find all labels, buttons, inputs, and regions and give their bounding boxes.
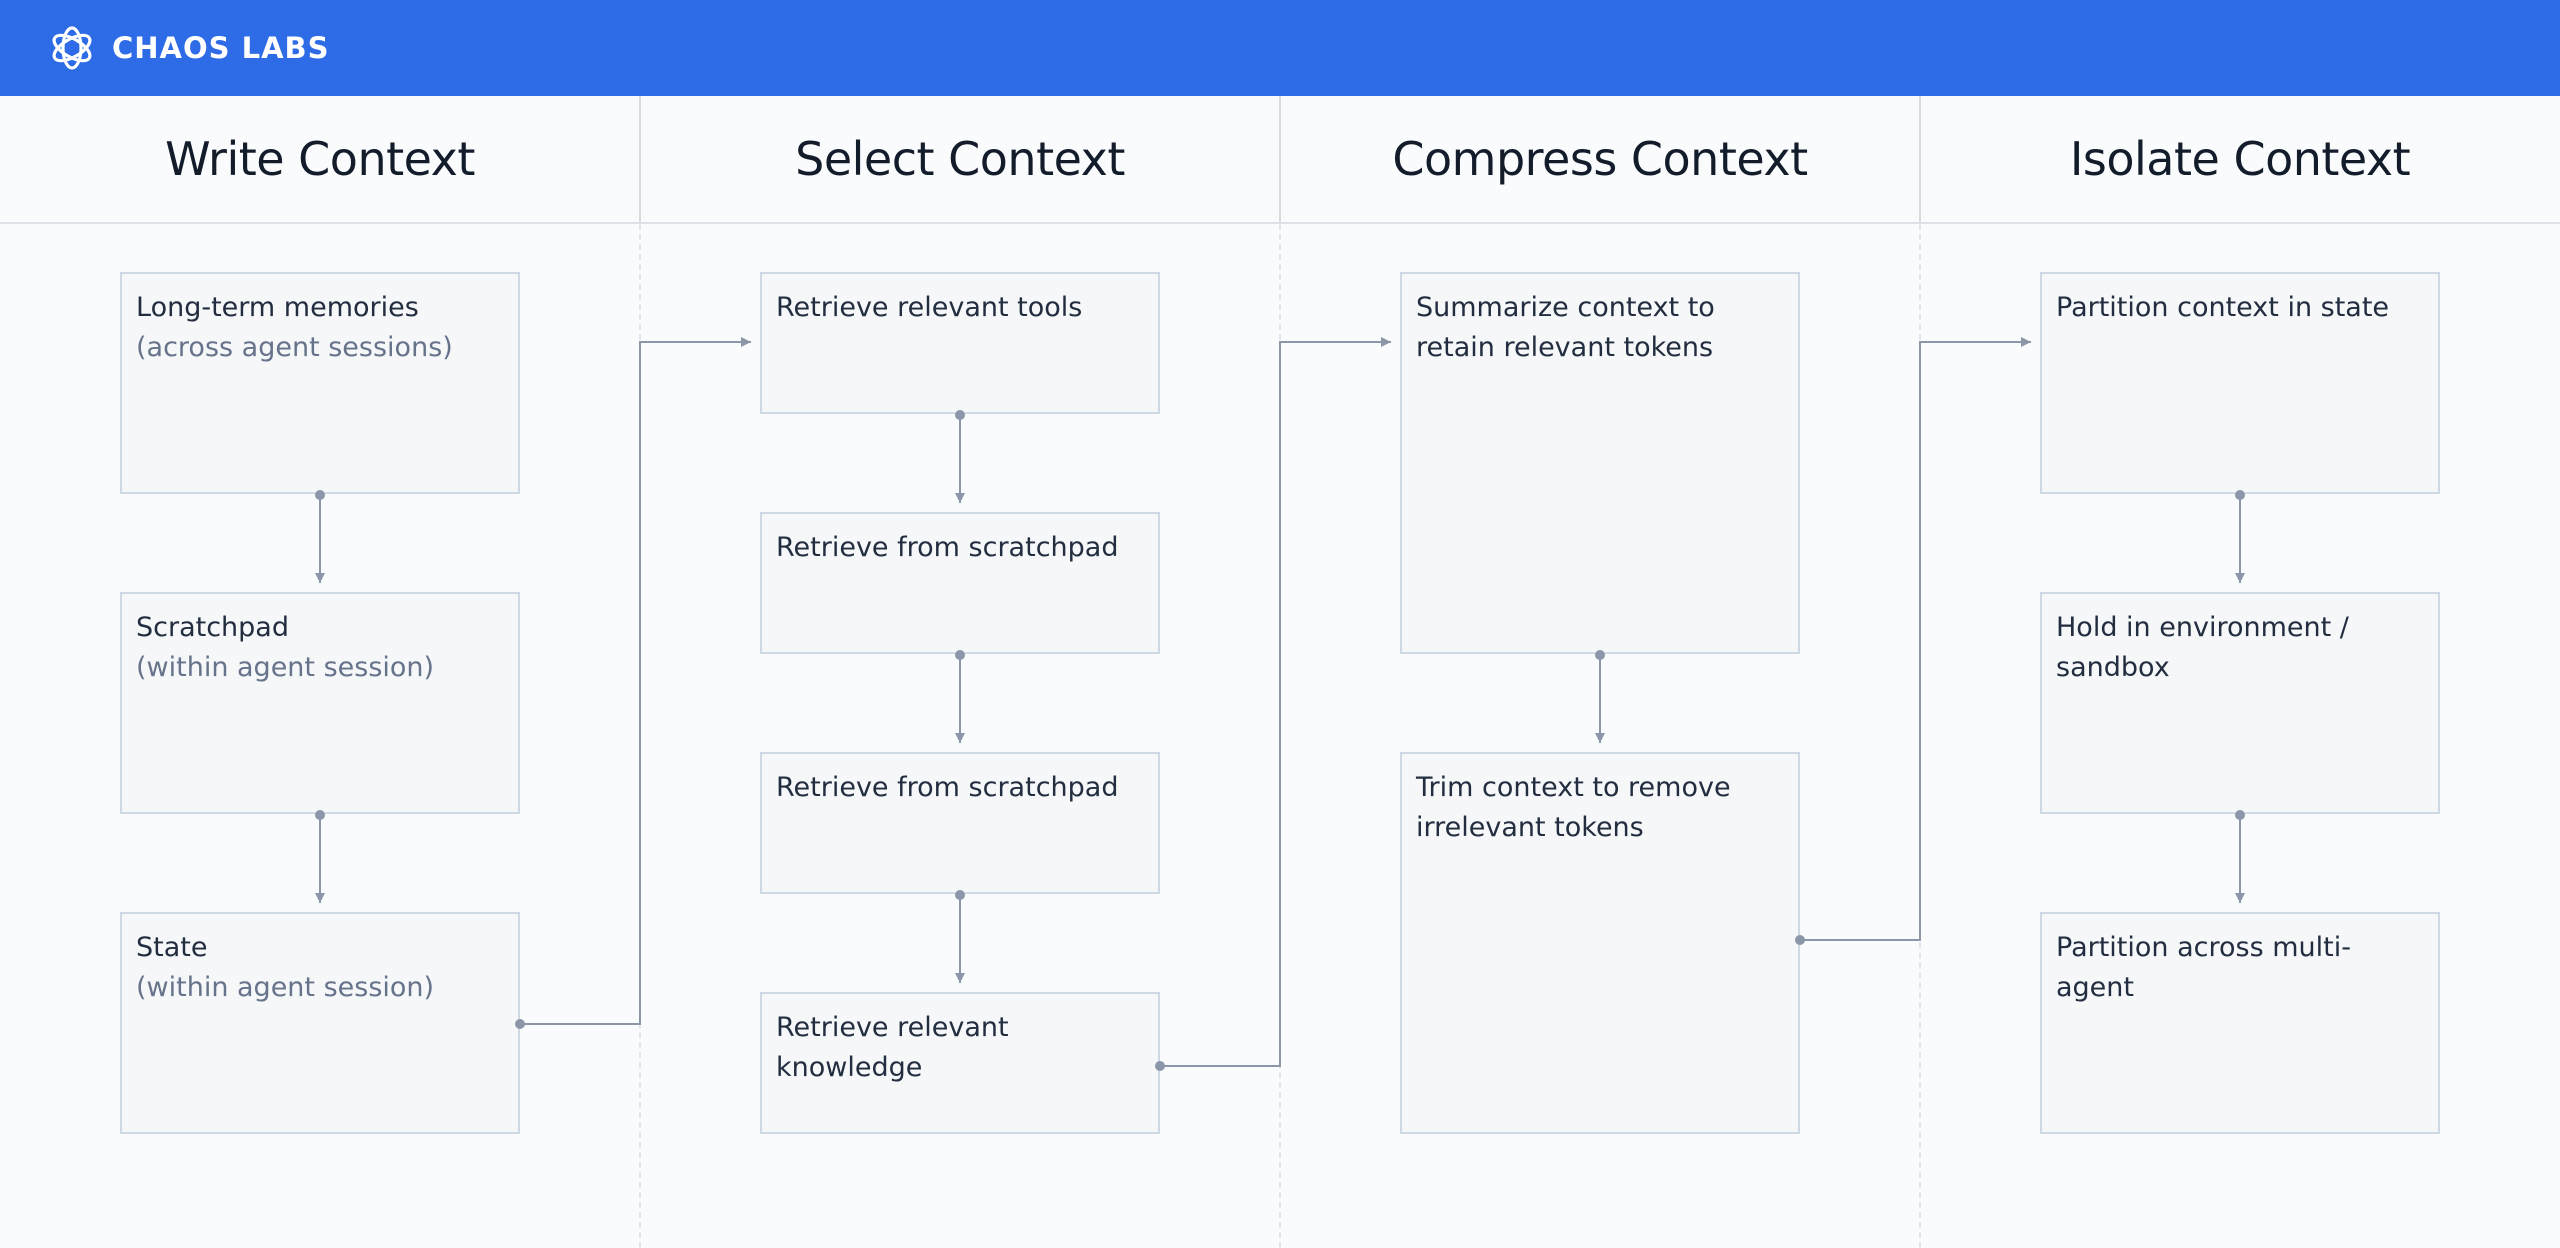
card-label: irrelevant tokens [1416,812,1644,843]
top-bar: CHAOS LABS [0,0,2560,96]
card-retrieve-from-scratchpad[interactable]: Retrieve from scratchpad [760,512,1160,654]
card-label: Retrieve relevant tools [776,292,1083,323]
connector-arrow [1160,337,1391,1067]
connector-dot [315,490,325,500]
card-sublabel: (across agent sessions) [136,332,453,363]
card-label: Retrieve from scratchpad [776,772,1119,803]
brand[interactable]: CHAOS LABS [48,22,330,74]
card-label: Partition context in state [2056,292,2390,323]
connector-dot [315,810,325,820]
column-title-write: Write Context [165,132,475,186]
column-divider [1279,96,1281,222]
connector-dot [1155,1061,1165,1071]
card-label: retain relevant tokens [1416,332,1714,363]
card-label: Retrieve from scratchpad [776,532,1119,563]
card-retrieve-relevant-knowledge[interactable]: Retrieve relevant knowledge [760,992,1160,1134]
column-divider [639,96,641,222]
card-label: agent [2056,972,2134,1003]
card-label: Long-term memories [136,292,419,323]
card-label: State [136,932,208,963]
card-label: Retrieve relevant [776,1012,1009,1043]
card-state[interactable]: State (within agent session) [120,912,520,1134]
column-title-compress: Compress Context [1392,132,1808,186]
card-label: Trim context to remove [1416,772,1731,803]
card-scratchpad[interactable]: Scratchpad (within agent session) [120,592,520,814]
connector-dot [2235,490,2245,500]
connector-dot [955,410,965,420]
card-hold-in-environment[interactable]: Hold in environment / sandbox [2040,592,2440,814]
connector-arrow [1800,337,2031,941]
card-partition-across-multi-agent[interactable]: Partition across multi- agent [2040,912,2440,1134]
card-summarize-context[interactable]: Summarize context to retain relevant tok… [1400,272,1800,654]
column-divider [1919,96,1921,222]
card-label: knowledge [776,1052,923,1083]
connector-dot [2235,810,2245,820]
connector-dot [515,1019,525,1029]
connector-arrow [520,337,751,1025]
card-label: Partition across multi- [2056,932,2351,963]
card-trim-context[interactable]: Trim context to remove irrelevant tokens [1400,752,1800,1134]
card-label: sandbox [2056,652,2170,683]
card-sublabel: (within agent session) [136,652,435,683]
card-label: Hold in environment / [2056,612,2349,643]
connector-dot [955,650,965,660]
connector-dot [1595,650,1605,660]
card-long-term-memories[interactable]: Long-term memories (across agent session… [120,272,520,494]
connector-dot [1795,935,1805,945]
column-title-select: Select Context [795,132,1125,186]
card-partition-context-in-state[interactable]: Partition context in state [2040,272,2440,494]
column-title-isolate: Isolate Context [2069,132,2411,186]
atom-logo-icon [52,26,92,70]
card-retrieve-relevant-tools[interactable]: Retrieve relevant tools [760,272,1160,414]
card-label: Summarize context to [1416,292,1715,323]
connector-dot [955,890,965,900]
card-sublabel: (within agent session) [136,972,435,1003]
brand-name: CHAOS LABS [112,31,330,65]
card-label: Scratchpad [136,612,289,643]
